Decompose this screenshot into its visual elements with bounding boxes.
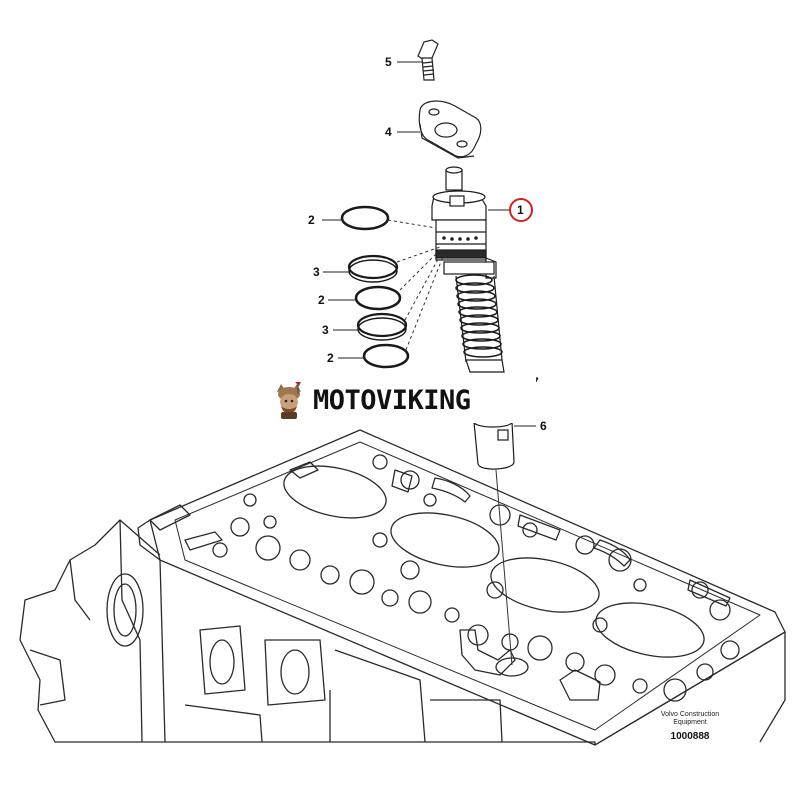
block-left-flange (19, 519, 165, 743)
block-top-deck (149, 429, 786, 746)
cylinder-bore-4 (595, 602, 705, 658)
seal-rings (340, 205, 410, 369)
o-ring-2-bottom (362, 343, 410, 369)
document-number: 1000888 (670, 731, 710, 742)
unit-injector (431, 166, 515, 470)
injector-axis-line (495, 469, 513, 666)
callout-4: 4 (385, 125, 392, 139)
cylinder-bore-1 (283, 465, 387, 519)
brand-label: Volvo Construction Equipment (640, 711, 740, 727)
cylinder-bore-3 (490, 557, 600, 613)
brand-line-2: Equipment (673, 719, 707, 726)
callout-2-top: 2 (308, 213, 315, 227)
clamp (418, 100, 482, 159)
bolt (417, 39, 439, 81)
callout-3-lower: 3 (322, 323, 329, 337)
brand-line-1: Volvo Construction (660, 711, 720, 718)
seal-ring-3-lower (356, 312, 408, 341)
callout-numbers: 5 4 1 2 3 2 3 2 7 6 (308, 55, 547, 433)
highlight-circle-part-1 (509, 198, 533, 222)
callout-6: 6 (540, 419, 547, 433)
dashed-leaders (387, 219, 445, 351)
viking-mascot-logo (277, 382, 301, 419)
seal-ring-3-upper (347, 254, 399, 283)
o-ring-2-top (340, 205, 390, 231)
watermark-text: MOTOVIKING (313, 384, 471, 416)
callout-3-upper: 3 (313, 265, 320, 279)
o-ring-2-middle (354, 285, 402, 311)
callout-2-bottom: 2 (327, 351, 334, 365)
callout-1: 1 (517, 203, 524, 217)
cylinder-bore-2 (390, 512, 500, 568)
nozzle-sleeve (473, 421, 515, 470)
block-front-face (159, 559, 596, 745)
callout-2-middle: 2 (318, 293, 325, 307)
callout-5: 5 (385, 55, 392, 69)
injector-bore (495, 657, 529, 677)
engine-block (19, 429, 786, 746)
head-gasket-outline (174, 441, 761, 731)
motoviking-watermark: MOTOVIKING (263, 377, 536, 423)
